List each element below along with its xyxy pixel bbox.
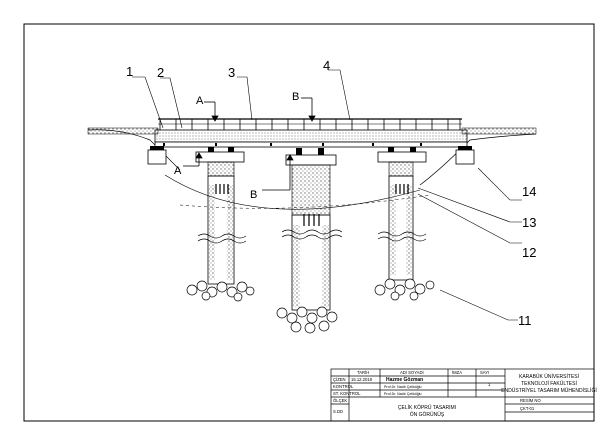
section-b-side: B — [250, 189, 257, 201]
callout-2: 2 — [157, 65, 164, 80]
tb-drawer: Hazme Gözman — [386, 377, 423, 383]
callout-14: 14 — [522, 184, 536, 199]
section-a-top: A — [196, 95, 204, 107]
pier-center — [285, 148, 337, 311]
callout-leaders — [132, 69, 522, 321]
tb-col-name: ADI SOYADI — [400, 370, 424, 375]
tb-row-st-control: ST. KONTROL — [333, 391, 361, 396]
callout-1: 1 — [126, 64, 133, 79]
approach-left — [87, 127, 159, 135]
tb-date: 15.12.2018 — [351, 377, 373, 382]
tb-col-sign: İMZA — [452, 370, 462, 375]
boulders-left — [186, 280, 255, 302]
abutment-right — [455, 149, 475, 165]
tb-university-3: ENDÜSTRİYEL TASARIM MÜHENDİSLİĞİ — [501, 387, 596, 394]
callout-4: 4 — [323, 58, 330, 73]
riverbed-curve — [164, 174, 421, 210]
tb-row-scale: ÖLÇEK — [333, 398, 347, 403]
boulders-right — [374, 278, 435, 301]
tb-title-2: ÖN GÖRÜNÜŞ — [410, 411, 445, 418]
boulders-center — [276, 306, 338, 334]
abutment-left — [147, 149, 167, 165]
section-b-top: B — [292, 91, 299, 103]
pier-right — [377, 147, 427, 281]
tb-row-control: KONTROL — [333, 384, 354, 389]
abutment-left-bearing — [150, 146, 164, 150]
tb-st-control: Prof.Dr. Nadir Çeliköğlu — [384, 392, 422, 396]
girder-bolts — [163, 143, 422, 146]
railing-posts — [159, 119, 461, 130]
deck-slab — [154, 129, 468, 143]
girder — [154, 141, 468, 148]
tb-university-1: KARABÜK ÜNİVERSİTESİ — [519, 373, 579, 380]
pier-left — [195, 147, 245, 285]
callout-12: 12 — [522, 245, 536, 260]
tb-title-1: ÇELİK KÖPRÜ TASARIMI — [398, 404, 456, 411]
bridge-front-view — [87, 69, 537, 334]
tb-row-sdd: S.DD — [333, 409, 343, 414]
tb-control: Prof.Dr. Nadir Çeliköğlu — [384, 385, 422, 389]
section-markers — [183, 97, 316, 191]
terrain-right — [419, 133, 537, 186]
break-lines — [197, 229, 427, 244]
tb-col-scale: SAYI — [480, 370, 489, 375]
tb-sheet-no: 1 — [488, 382, 491, 387]
tb-col-date: TARİH — [357, 370, 369, 375]
callout-11: 11 — [518, 313, 532, 328]
sheet-frame — [23, 23, 595, 422]
callout-3: 3 — [228, 65, 235, 80]
callout-13: 13 — [522, 215, 536, 230]
abutment-right-bearing — [458, 146, 472, 150]
tb-row-drawn: ÇİZEN — [333, 377, 346, 382]
tb-university-2: TEKNOLOJİ FAKÜLTESİ — [521, 380, 577, 387]
approach-right — [461, 127, 537, 135]
tb-drawing-no-label: RESİM NO — [520, 398, 541, 403]
section-a-side: A — [174, 165, 182, 177]
title-block — [330, 368, 595, 422]
tb-drawing-no: ÇKT-01 — [520, 406, 535, 411]
